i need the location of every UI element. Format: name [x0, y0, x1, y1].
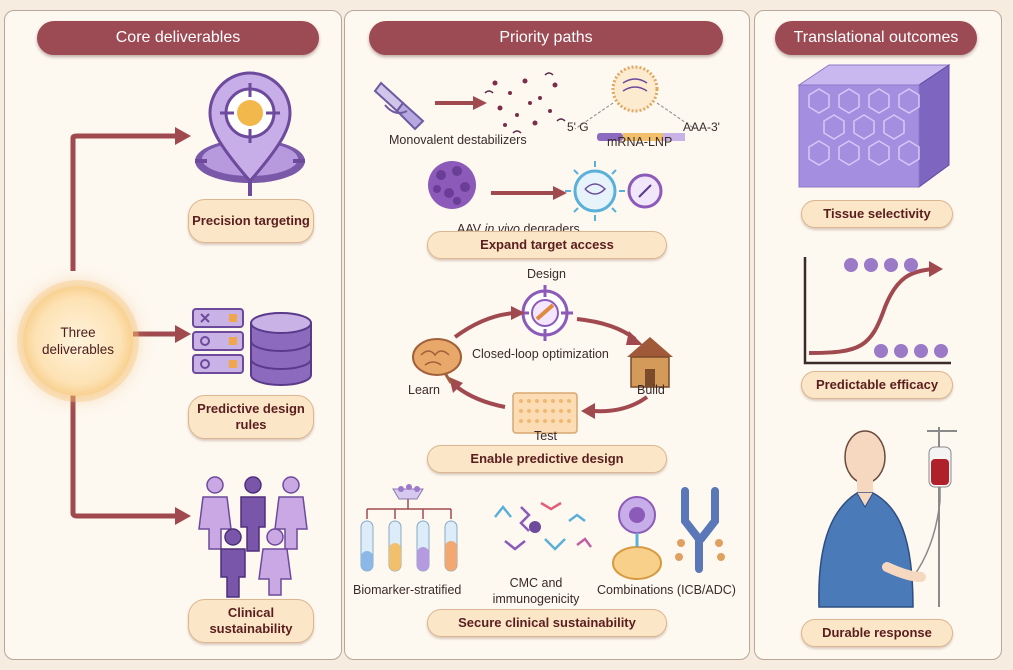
- three-deliverables-hub: Three deliverables: [23, 286, 133, 396]
- biomarker-stratified-label: Biomarker-stratified: [353, 583, 462, 597]
- degraded-fragments-icon: [492, 78, 558, 127]
- core-deliverables-panel: Core deliverables Three deliverables Pre…: [4, 10, 342, 660]
- closed-loop-label: Closed-loop optimization: [472, 347, 609, 361]
- predictive-design-rules-pill: Predictive design rules: [188, 395, 314, 439]
- precision-targeting-pill: Precision targeting: [188, 199, 314, 243]
- secure-clinical-sustainability-pill: Secure clinical sustainability: [427, 609, 667, 637]
- priority-paths-panel: Priority paths: [344, 10, 750, 660]
- expand-target-access-pill: Expand target access: [427, 231, 667, 259]
- translational-outcomes-header: Translational outcomes: [775, 21, 977, 55]
- patient-iv-icon: [818, 427, 957, 608]
- tissue-selectivity-pill: Tissue selectivity: [801, 200, 953, 228]
- infected-cell-icon: [565, 161, 663, 221]
- people-group-icon: [198, 476, 308, 598]
- lipid-nanoparticle-icon: [574, 65, 696, 141]
- mrna-lnp-label: mRNA-LNP: [607, 135, 673, 149]
- enable-predictive-design-pill: Enable predictive design: [427, 445, 667, 473]
- database-rules-icon: [192, 308, 312, 386]
- learn-brain-icon: [412, 338, 462, 384]
- destabilizer-molecule-icon: [373, 81, 425, 131]
- build-house-icon: [627, 337, 673, 388]
- dose-response-curve-icon: [803, 257, 951, 365]
- hub-label: Three deliverables: [41, 325, 115, 357]
- location-target-icon: [195, 71, 305, 196]
- cmc-immunogenicity-label: CMC and immunogenicity: [492, 576, 580, 606]
- predictable-efficacy-pill: Predictable efficacy: [801, 371, 953, 399]
- aav-capsid-icon: [428, 161, 476, 209]
- lnp-3prime-label: AAA-3': [683, 120, 720, 134]
- lnp-5prime-label: 5' G: [567, 120, 589, 134]
- build-label: Build: [637, 383, 665, 397]
- test-label: Test: [534, 429, 557, 443]
- clinical-tools-illustration: [360, 484, 725, 580]
- design-label: Design: [527, 267, 566, 281]
- translational-outcomes-panel: Translational outcomes Tissue selectivit…: [754, 10, 1002, 660]
- closed-loop-cycle-diagram: [412, 285, 673, 434]
- destabilizers-label: Monovalent destabilizers: [389, 133, 527, 147]
- immunogenicity-molecules-icon: [494, 501, 592, 551]
- hub-connector-arrows: [70, 127, 191, 525]
- tissue-cube-icon: [797, 64, 951, 188]
- durable-response-pill: Durable response: [801, 619, 953, 647]
- learn-label: Learn: [408, 383, 440, 397]
- target-access-illustration: [373, 65, 696, 221]
- combinations-label: Combinations (ICB/ADC): [597, 583, 736, 597]
- test-plate-icon: [512, 392, 578, 434]
- core-deliverables-header: Core deliverables: [37, 21, 319, 55]
- biomarker-tubes-icon: [360, 484, 458, 572]
- combination-therapy-icon: [612, 487, 725, 580]
- priority-paths-header: Priority paths: [369, 21, 723, 55]
- clinical-sustainability-pill: Clinical sustainability: [188, 599, 314, 643]
- design-target-icon: [517, 285, 573, 341]
